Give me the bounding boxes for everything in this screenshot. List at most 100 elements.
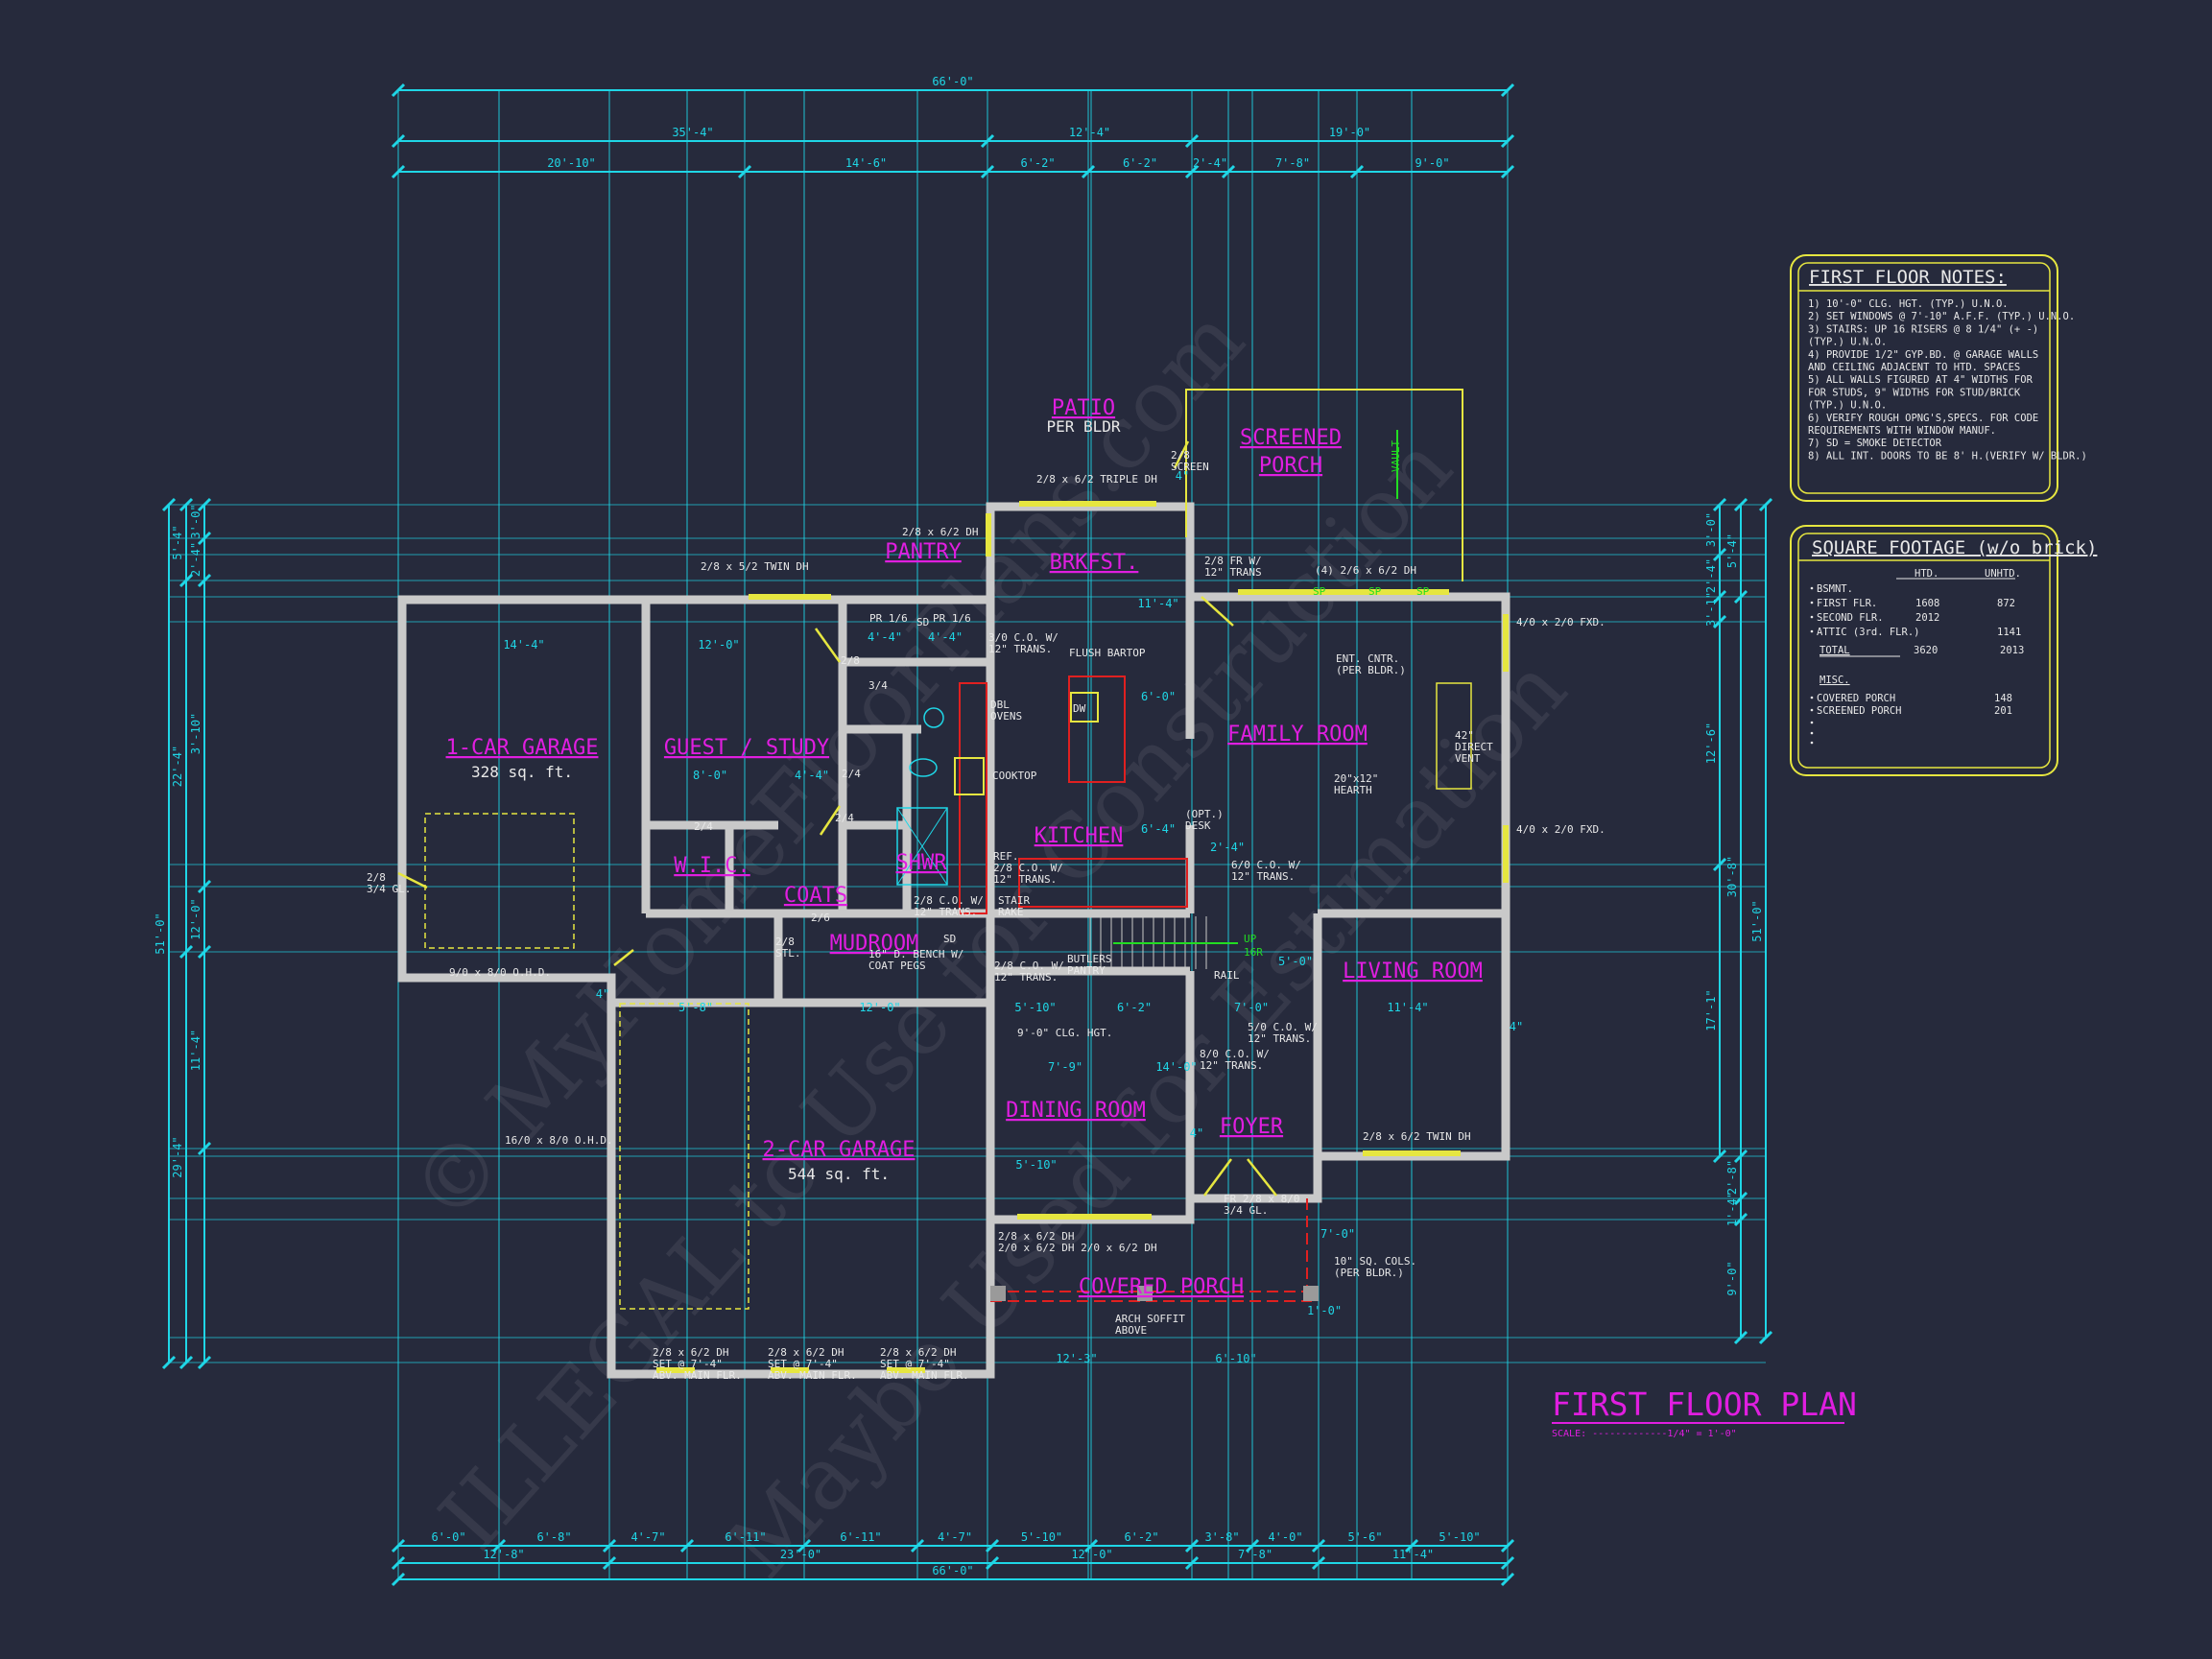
dimension-label: 5'-10" xyxy=(1439,1530,1480,1544)
bullet xyxy=(1810,586,1814,590)
dimension-label: 6'-2" xyxy=(1020,156,1055,170)
note-item: 7) SD = SMOKE DETECTOR xyxy=(1808,438,1942,449)
dimension-tick xyxy=(1500,1538,1515,1553)
dimension-tick xyxy=(1500,133,1515,149)
bullet xyxy=(1810,615,1814,619)
room-label: COATS xyxy=(784,884,847,908)
interior-dimension: 7'-0" xyxy=(1320,1227,1355,1241)
dimension-tick xyxy=(391,133,406,149)
dimension-label: 1'-4" xyxy=(1725,1192,1739,1226)
annotation-text: 4/0 x 2/0 FXD. xyxy=(1516,823,1605,836)
walls xyxy=(397,502,1510,1379)
dimension-label: 6'-2" xyxy=(1124,1530,1158,1544)
annotation-text: 3/0 C.O. W/ xyxy=(988,631,1058,644)
annotation-text: 2/0 x 6/2 DH 2/0 x 6/2 DH xyxy=(998,1242,1157,1254)
sqft-row-unhtd: 872 xyxy=(1997,598,2015,609)
annotation-text: 2/8 C.O. W/ xyxy=(914,894,984,907)
interior-dimension: 4" xyxy=(596,987,609,1001)
dimension-tick xyxy=(391,1538,406,1553)
door-swing xyxy=(814,628,842,663)
dimension-tick xyxy=(178,944,194,960)
interior-dimension: 4'-4" xyxy=(928,630,963,644)
sqft-misc-label: COVERED PORCH xyxy=(1817,693,1895,704)
dimension-tick xyxy=(1733,1149,1748,1164)
annotation-text: DW xyxy=(1073,702,1086,715)
dimension-label: 9'-0" xyxy=(1415,156,1449,170)
note-item: REQUIREMENTS WITH WINDOW MANUF. xyxy=(1808,425,1996,437)
note-item: 2) SET WINDOWS @ 7'-10" A.F.F. (TYP.) U.… xyxy=(1808,311,2075,322)
dimension-label: 2'-4" xyxy=(1704,558,1718,593)
dimension-label: 12'-0" xyxy=(1071,1548,1112,1561)
dimension-tick xyxy=(1712,547,1727,562)
annotation-text: 6/0 C.O. W/ xyxy=(1231,859,1301,871)
dimension-tick xyxy=(161,1355,177,1370)
annotation-text: 2/8 C.O. W/ xyxy=(993,862,1063,874)
annotation-text: 2/8 xyxy=(841,654,860,667)
annotation-text: 2/8 xyxy=(1171,449,1190,462)
dimension-tick xyxy=(1712,1149,1727,1164)
room-area: 328 sq. ft. xyxy=(471,763,573,781)
shower xyxy=(896,807,948,886)
annotation-text: 2/8 x 6/2 DH xyxy=(768,1346,844,1359)
sqft-misc-unhtd: 201 xyxy=(1994,705,2012,717)
dimension-tick xyxy=(1349,164,1365,179)
dimension-tick xyxy=(178,573,194,588)
dimension-tick xyxy=(1081,164,1096,179)
dishwasher xyxy=(1070,692,1099,723)
note-item: 3) STAIRS: UP 16 RISERS @ 8 1/4" (+ -) xyxy=(1808,323,2038,335)
plan-scale: SCALE: -------------1/4" = 1'-0" xyxy=(1552,1429,1737,1439)
room-label: GUEST / STUDY xyxy=(664,736,829,760)
dimension-tick xyxy=(1758,1330,1773,1345)
annotation-text: 8/0 C.O. W/ xyxy=(1200,1048,1270,1060)
dimension-label: 6'-11" xyxy=(725,1530,766,1544)
bullet xyxy=(1810,741,1814,745)
annotation-text: 12" TRANS. xyxy=(994,971,1058,984)
door-swing xyxy=(1173,440,1190,469)
interior-dimension: 4'-4" xyxy=(868,630,902,644)
dimension-label: 11'-4" xyxy=(189,1030,202,1071)
note-item: FOR STUDS, 9" WIDTHS FOR STUD/BRICK xyxy=(1808,387,2021,398)
dimension-tick xyxy=(679,1538,695,1553)
annotation-text: 10" SQ. COLS. xyxy=(1334,1255,1416,1268)
annotation-text: 2/8 x 6/2 DH xyxy=(653,1346,728,1359)
annotation-text: 42" xyxy=(1455,729,1474,742)
desk-counter xyxy=(1018,858,1188,908)
annotation-text: DBL xyxy=(990,699,1010,711)
annotation-text: DIRECT xyxy=(1455,741,1493,753)
room-label: 1-CAR GARAGE xyxy=(446,736,599,760)
fixtures xyxy=(397,389,1509,1373)
toilet-icon xyxy=(909,758,938,777)
annotation-text: 12" TRANS. xyxy=(914,906,977,918)
annotation-text: 9'-0" CLG. HGT. xyxy=(1017,1027,1112,1039)
dimension-tick xyxy=(1758,497,1773,512)
dimension-tick xyxy=(197,1141,212,1156)
annotation-text: 9/0 x 8/0 O.H.D. xyxy=(449,966,551,979)
interior-dimension: 11'-4" xyxy=(1137,597,1178,610)
room-label: PANTRY xyxy=(885,540,961,564)
sqft-row-htd: 1608 xyxy=(1915,598,1939,609)
sqft-total-unhtd: 2013 xyxy=(2000,645,2024,656)
dimension-label: 14'-6" xyxy=(845,156,887,170)
dimension-label: 4'-7" xyxy=(630,1530,665,1544)
dimension-tick xyxy=(1500,1572,1515,1587)
note-item: 6) VERIFY ROUGH OPNG'S,SPECS. FOR CODE xyxy=(1808,413,2038,424)
interior-dimension: 4" xyxy=(1190,1126,1203,1140)
annotation-text: ENT. CNTR. xyxy=(1336,652,1399,665)
annotation-text: 12" TRANS. xyxy=(1231,870,1295,883)
dimension-tick xyxy=(1733,497,1748,512)
room-area: PER BLDR xyxy=(1046,417,1120,436)
dimension-tick xyxy=(1083,1538,1099,1553)
bullet xyxy=(1810,721,1814,724)
first-floor-notes-box: FIRST FLOOR NOTES: 1) 10'-0" CLG. HGT. (… xyxy=(1790,254,2087,502)
annotation-text: 2/4 xyxy=(694,820,713,833)
interior-dimension: 2'-4" xyxy=(1210,841,1245,854)
dimension-tick xyxy=(197,944,212,960)
room-label: BRKFST. xyxy=(1050,551,1139,575)
interior-dimension: 11'-4" xyxy=(1387,1001,1428,1014)
annotation-text: 2/8 x 6/2 DH xyxy=(998,1230,1074,1243)
interior-dimension: 7'-0" xyxy=(1234,1001,1269,1014)
dimension-label: 29'-4" xyxy=(171,1136,184,1177)
annotation-text: STAIR xyxy=(998,894,1030,907)
dimension-tick xyxy=(391,164,406,179)
